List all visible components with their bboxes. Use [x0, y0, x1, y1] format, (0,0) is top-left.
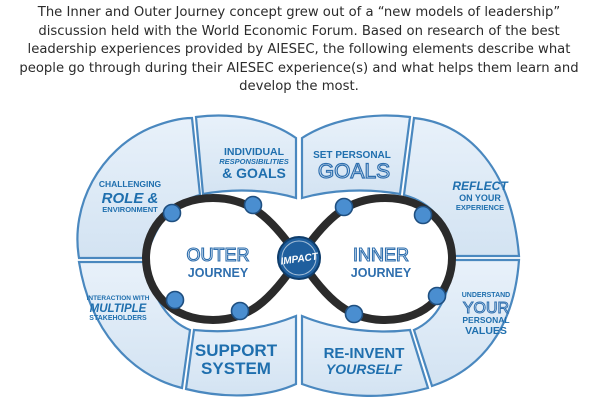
values-line4: VALUES — [465, 325, 507, 337]
interaction-line1: INTERACTION WITH — [87, 295, 150, 302]
dot-lower-right — [427, 286, 447, 306]
individual-line2: RESPONSIBILITIES — [219, 157, 289, 166]
segment-interaction-stakeholders — [77, 260, 192, 390]
goals-line2: GOALS — [318, 160, 390, 183]
outer-journey-line1: OUTER — [187, 245, 250, 265]
dot-bottom-left — [230, 301, 250, 321]
individual-line3: & GOALS — [222, 165, 286, 181]
label-individual-goals: INDIVIDUAL RESPONSIBILITIES & GOALS — [219, 146, 289, 181]
connector-dots — [162, 195, 447, 324]
segment-reinvent — [300, 314, 430, 397]
interaction-line3: STAKEHOLDERS — [89, 315, 147, 322]
values-line1: UNDERSTAND — [462, 292, 510, 299]
goals-line1: SET PERSONAL — [313, 150, 391, 161]
outer-journey-line2: JOURNEY — [188, 266, 249, 280]
outer-journey-label: OUTER JOURNEY — [186, 244, 250, 280]
individual-line1: INDIVIDUAL — [224, 146, 285, 158]
challenging-line2: ROLE & — [102, 190, 159, 207]
intro-paragraph: The Inner and Outer Journey concept grew… — [19, 5, 579, 95]
challenging-line3: ENVIRONMENT — [102, 205, 158, 214]
label-interaction-stakeholders: INTERACTION WITH MULTIPLE STAKEHOLDERS — [87, 295, 150, 322]
challenging-line1: CHALLENGING — [99, 179, 162, 189]
inner-journey-line2: JOURNEY — [351, 266, 412, 280]
reflect-line1: REFLECT — [452, 179, 509, 193]
dot-bottom-right — [344, 304, 364, 324]
outer-journey-segments — [76, 114, 298, 397]
dot-top-right — [334, 197, 354, 217]
reflect-line2: ON YOUR — [459, 193, 501, 203]
interaction-line2: MULTIPLE — [90, 303, 147, 315]
inner-journey-label: INNER JOURNEY — [351, 244, 412, 280]
impact-label: IMPACT — [280, 251, 320, 267]
support-line2: SYSTEM — [201, 359, 271, 378]
label-reflect: REFLECT ON YOUR EXPERIENCE — [452, 179, 509, 212]
label-set-personal-goals: SET PERSONAL GOALS — [313, 150, 391, 184]
values-line2: YOUR — [463, 300, 509, 317]
label-support-system: SUPPORT SYSTEM — [195, 341, 278, 378]
segment-support-system — [184, 314, 298, 397]
label-challenging-role: CHALLENGING ROLE & ENVIRONMENT — [99, 179, 162, 214]
dot-lower-left — [165, 290, 185, 310]
impact-badge: IMPACT — [277, 236, 321, 280]
support-line1: SUPPORT — [195, 341, 278, 360]
label-reinvent: RE-INVENT YOURSELF — [324, 345, 405, 377]
inner-journey-line1: INNER — [353, 245, 409, 265]
segment-set-personal-goals — [300, 114, 412, 200]
label-personal-values: UNDERSTAND YOUR PERSONAL VALUES — [462, 292, 510, 337]
dot-upper-left — [162, 203, 182, 223]
dot-top-left — [243, 195, 263, 215]
values-line3: PERSONAL — [462, 315, 509, 325]
inner-journey-segments — [300, 114, 521, 397]
dot-upper-right — [413, 205, 433, 225]
reflect-line3: EXPERIENCE — [456, 203, 504, 212]
reinvent-line1: RE-INVENT — [324, 345, 405, 362]
reinvent-line2: YOURSELF — [326, 361, 403, 377]
segment-individual-goals — [194, 114, 298, 200]
